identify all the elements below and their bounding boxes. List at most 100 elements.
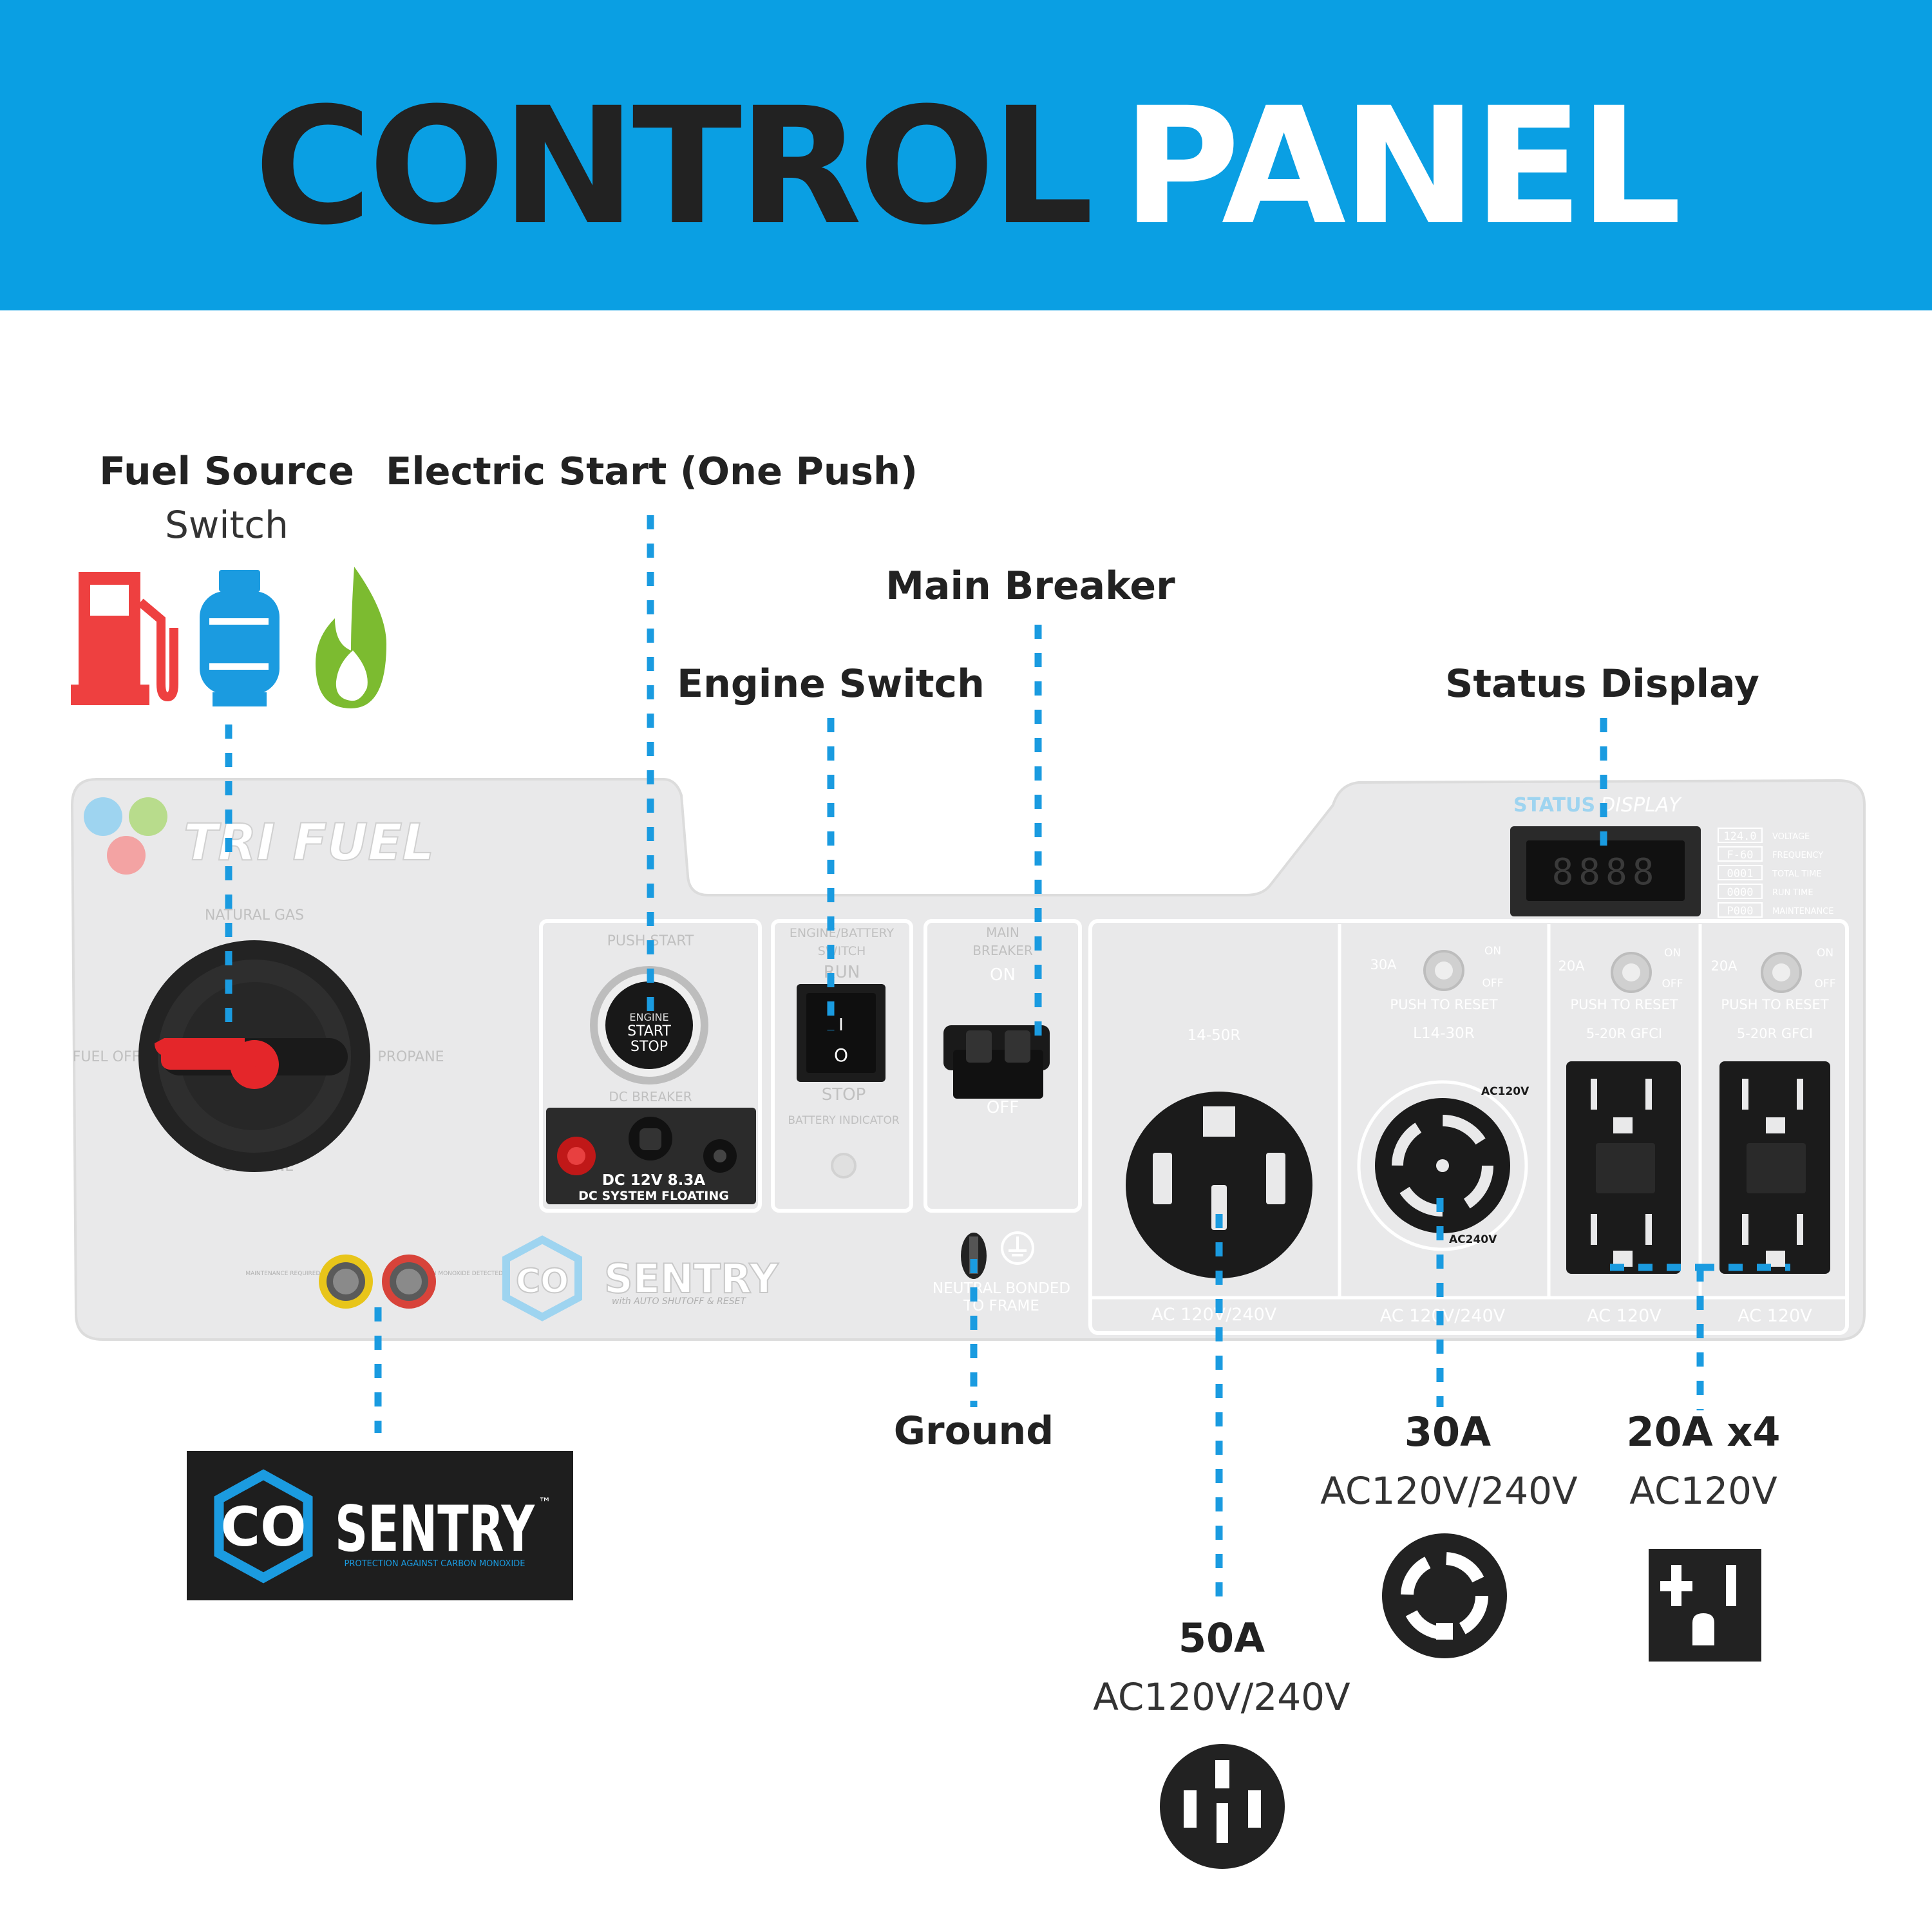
callout-engine-switch-title: Engine Switch <box>677 661 985 706</box>
status-code-box <box>1718 884 1763 899</box>
outlet-20a-2-model: 5-20R GFCI <box>1737 1026 1813 1041</box>
status-code-label: VOLTAGE <box>1772 832 1810 842</box>
start-button-line1: ENGINE <box>629 1011 668 1023</box>
callout-20a-title: 20A x4 <box>1627 1408 1781 1455</box>
status-code-label: FREQUENCY <box>1772 851 1823 860</box>
leader-lines <box>225 515 1790 1610</box>
outlet-30a-on: ON <box>1484 945 1501 958</box>
maintenance-indicator-light <box>319 1255 373 1309</box>
dc-breaker-button[interactable] <box>629 1117 672 1160</box>
propane-tank-icon <box>200 570 279 706</box>
co-sentry-left: CO <box>220 1495 306 1558</box>
panel-co-sentry-logo: CO SENTRY with AUTO SHUTOFF & RESET <box>502 1235 780 1321</box>
callout-30a-subtitle: AC120V/240V <box>1320 1469 1578 1513</box>
panel-co-sentry-tagline: with AUTO SHUTOFF & RESET <box>612 1296 746 1307</box>
reset-button-20a-1[interactable] <box>1611 952 1652 993</box>
outlet-20a-1-reset: PUSH TO RESET <box>1570 997 1678 1012</box>
outlet-20a-2-on: ON <box>1817 947 1833 960</box>
label-main-2: BREAKER <box>972 943 1033 958</box>
callout-fuel-source-subtitle: Switch <box>165 503 289 547</box>
outlet-l14-30r[interactable]: AC120V AC240V <box>1357 1080 1530 1251</box>
header-title-light: PANEL <box>1122 73 1678 260</box>
outlet-frame <box>1088 919 1849 1335</box>
status-code-label: MAINTENANCE <box>1772 907 1833 916</box>
engine-rocker-switch[interactable]: I O <box>797 984 886 1082</box>
label-propane: PROPANE <box>377 1049 444 1065</box>
tri-fuel-logo-icon <box>84 797 167 875</box>
panel-brand: TRI FUEL <box>184 814 434 872</box>
engine-switch-box <box>771 919 913 1213</box>
callout-50a-subtitle: AC120V/240V <box>1093 1675 1350 1719</box>
outlet-30a-ring-a: AC120V <box>1481 1085 1530 1098</box>
outlet-30a-ring-b: AC240V <box>1449 1233 1497 1246</box>
outlet-30a-amp: 30A <box>1370 957 1397 972</box>
co-sentry-trademark: ™ <box>538 1495 551 1510</box>
battery-indicator-light <box>831 1153 857 1179</box>
outlet-20a-2-amp: 20A <box>1710 958 1738 974</box>
start-button-line2: START <box>627 1023 671 1039</box>
callout-ground-title: Ground <box>894 1408 1054 1454</box>
main-breaker-switch[interactable] <box>943 1025 1050 1099</box>
label-fuel-off: FUEL OFF <box>73 1049 140 1065</box>
dc-positive-terminal[interactable] <box>557 1137 596 1175</box>
header-banner <box>0 0 1932 310</box>
status-display-digits: 8888 <box>1552 851 1660 893</box>
outlet-50a-model: 14-50R <box>1188 1027 1241 1044</box>
label-engine-battery-2: SWITCH <box>818 944 866 958</box>
outlet-30a-reset: PUSH TO RESET <box>1390 997 1497 1012</box>
header-title-dark: CONTROL <box>254 73 1090 260</box>
status-code: 0000 <box>1727 886 1754 899</box>
outlet-20a-2-reset: PUSH TO RESET <box>1721 997 1828 1012</box>
status-code: 124.0 <box>1723 830 1756 843</box>
gfci-outlet-2[interactable] <box>1719 1061 1830 1274</box>
fuel-selector-knob[interactable] <box>138 940 370 1172</box>
panel-co-sentry-left: CO <box>516 1262 569 1301</box>
status-code-box <box>1718 865 1763 880</box>
ground-label-1: NEUTRAL BONDED <box>933 1280 1070 1297</box>
outlet-20a-2-volt: AC 120V <box>1738 1306 1812 1326</box>
callout-status-display-title: Status Display <box>1445 661 1759 706</box>
label-stop: STOP <box>822 1085 866 1104</box>
ground-symbol-icon <box>1001 1231 1034 1265</box>
outlet-14-50r[interactable] <box>1126 1092 1312 1278</box>
engine-start-button[interactable]: ENGINE START STOP <box>590 966 708 1084</box>
status-display-screen: 8888 <box>1510 826 1701 916</box>
label-carbon-indicator: CARBON MONOXIDE DETECTED <box>412 1271 503 1277</box>
callout-50a-title: 50A <box>1179 1615 1265 1662</box>
label-battery-indicator: BATTERY INDICATOR <box>788 1114 899 1127</box>
outlet-20a-1-off: OFF <box>1662 978 1683 990</box>
rocker-on-mark: I <box>838 1016 844 1035</box>
dc-negative-terminal[interactable] <box>703 1139 737 1173</box>
callout-fuel-source-title: Fuel Source <box>99 449 354 494</box>
outlet-30a-off: OFF <box>1482 977 1504 990</box>
gas-pump-icon <box>71 572 178 705</box>
carbon-monoxide-indicator-light <box>382 1255 436 1309</box>
co-sentry-tagline: PROTECTION AGAINST CARBON MONOXIDE <box>344 1559 525 1569</box>
reset-button-30a[interactable] <box>1423 950 1464 991</box>
status-code-box <box>1718 846 1763 862</box>
label-breaker-on: ON <box>990 965 1016 985</box>
panel-status-title-a: STATUS <box>1513 794 1595 817</box>
5-20-receptacle-icon <box>1649 1549 1761 1662</box>
reset-button-20a-2[interactable] <box>1761 952 1802 993</box>
status-code: 0001 <box>1727 867 1754 880</box>
main-breaker-box <box>923 919 1082 1213</box>
outlet-20a-1-model: 5-20R GFCI <box>1586 1026 1662 1041</box>
label-engine-battery-1: ENGINE/BATTERY <box>790 926 895 940</box>
callout-30a-title: 30A <box>1405 1408 1491 1455</box>
status-code-label: RUN TIME <box>1772 888 1814 898</box>
label-maintenance-indicator: MAINTENANCE REQUIRED SEE MANUAL <box>245 1271 359 1277</box>
natural-gas-flame-icon <box>316 567 386 708</box>
status-code: P000 <box>1727 905 1754 918</box>
l14-30-plug-icon <box>1382 1533 1507 1658</box>
gfci-outlet-1[interactable] <box>1566 1061 1681 1274</box>
label-main-1: MAIN <box>986 925 1019 940</box>
callout-20a-subtitle: AC120V <box>1629 1469 1777 1513</box>
co-sentry-right: SENTRY <box>335 1493 535 1566</box>
start-button-line3: STOP <box>630 1039 668 1055</box>
outlet-20a-1-amp: 20A <box>1558 958 1585 974</box>
